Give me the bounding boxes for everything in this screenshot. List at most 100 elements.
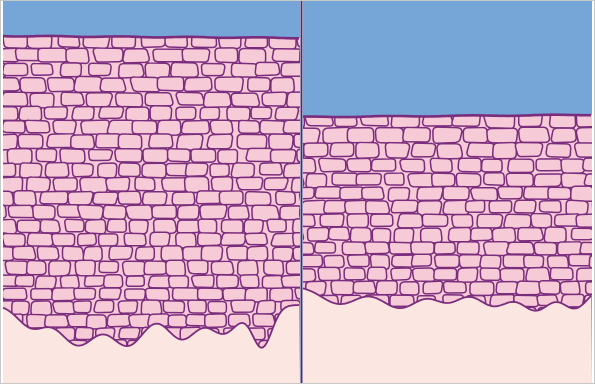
cell	[411, 242, 434, 254]
cell	[45, 315, 69, 327]
cell	[443, 281, 466, 293]
cell	[575, 143, 595, 157]
cell	[244, 220, 263, 234]
cell	[385, 143, 409, 159]
cell	[172, 192, 195, 205]
cell	[231, 63, 257, 77]
cell	[394, 228, 414, 243]
cell	[413, 268, 435, 281]
cell	[2, 121, 25, 133]
cell	[215, 77, 243, 92]
cell	[40, 191, 68, 204]
cell	[231, 93, 259, 107]
cell	[458, 158, 481, 172]
cell	[237, 177, 263, 189]
cell	[81, 120, 109, 134]
cell	[47, 78, 74, 92]
cell	[507, 242, 534, 254]
cell	[471, 188, 498, 201]
cell	[231, 163, 254, 178]
cell	[60, 63, 81, 77]
cell	[187, 260, 207, 274]
cell	[5, 261, 28, 275]
cell	[185, 163, 207, 176]
cell	[237, 134, 267, 149]
cell	[248, 77, 271, 91]
cell	[437, 144, 462, 159]
cell	[93, 192, 118, 205]
cell	[353, 281, 376, 293]
cell	[519, 127, 550, 142]
cell	[218, 149, 238, 163]
cell	[239, 120, 260, 133]
cell	[18, 134, 43, 148]
cell	[125, 289, 146, 300]
cell	[35, 276, 56, 289]
cell	[223, 288, 247, 300]
cell	[221, 233, 246, 246]
cell	[20, 163, 42, 178]
cell	[516, 281, 541, 295]
cell	[270, 288, 293, 302]
cell	[144, 261, 167, 275]
cell	[281, 62, 303, 76]
cell	[514, 200, 536, 213]
cell	[17, 220, 40, 232]
cell	[198, 233, 221, 246]
cell	[118, 191, 141, 204]
cell	[123, 49, 149, 63]
cell	[61, 92, 84, 106]
cell	[434, 268, 457, 280]
cell	[94, 300, 114, 312]
cell	[49, 261, 71, 276]
cell	[40, 219, 60, 232]
cell	[280, 206, 302, 220]
cell	[467, 143, 495, 157]
cell	[492, 228, 515, 243]
cell	[260, 163, 283, 175]
cell	[211, 261, 233, 274]
cell	[372, 228, 390, 243]
cell	[356, 174, 381, 186]
cell	[411, 143, 435, 157]
cell	[504, 214, 531, 228]
cell	[15, 275, 34, 286]
cell	[74, 288, 96, 299]
cell	[205, 314, 227, 328]
cell	[524, 187, 551, 200]
cell	[391, 200, 418, 213]
cell	[204, 92, 231, 107]
cell	[98, 234, 117, 246]
cell	[260, 120, 286, 134]
cell	[558, 242, 582, 255]
cell	[231, 300, 255, 312]
cell	[89, 149, 113, 160]
cell	[384, 173, 404, 185]
cell	[207, 134, 232, 149]
cell	[63, 246, 84, 261]
cell	[52, 234, 75, 246]
cell	[119, 64, 144, 78]
cell	[470, 228, 492, 241]
cell	[126, 205, 153, 220]
cell	[539, 281, 560, 294]
cell	[177, 134, 203, 150]
cell	[221, 220, 243, 234]
cell	[200, 107, 220, 120]
cell	[375, 128, 403, 144]
cell	[80, 177, 107, 193]
cell	[171, 62, 199, 77]
cell	[118, 134, 141, 149]
cell	[571, 228, 593, 240]
cell	[84, 276, 105, 287]
cell	[201, 63, 224, 75]
cell	[184, 77, 212, 91]
cell	[315, 187, 341, 199]
cell	[36, 149, 56, 162]
cell	[228, 206, 249, 220]
cell	[53, 120, 76, 134]
cell	[561, 173, 587, 188]
cell	[318, 267, 340, 280]
cell	[350, 227, 371, 242]
cell	[31, 289, 53, 300]
